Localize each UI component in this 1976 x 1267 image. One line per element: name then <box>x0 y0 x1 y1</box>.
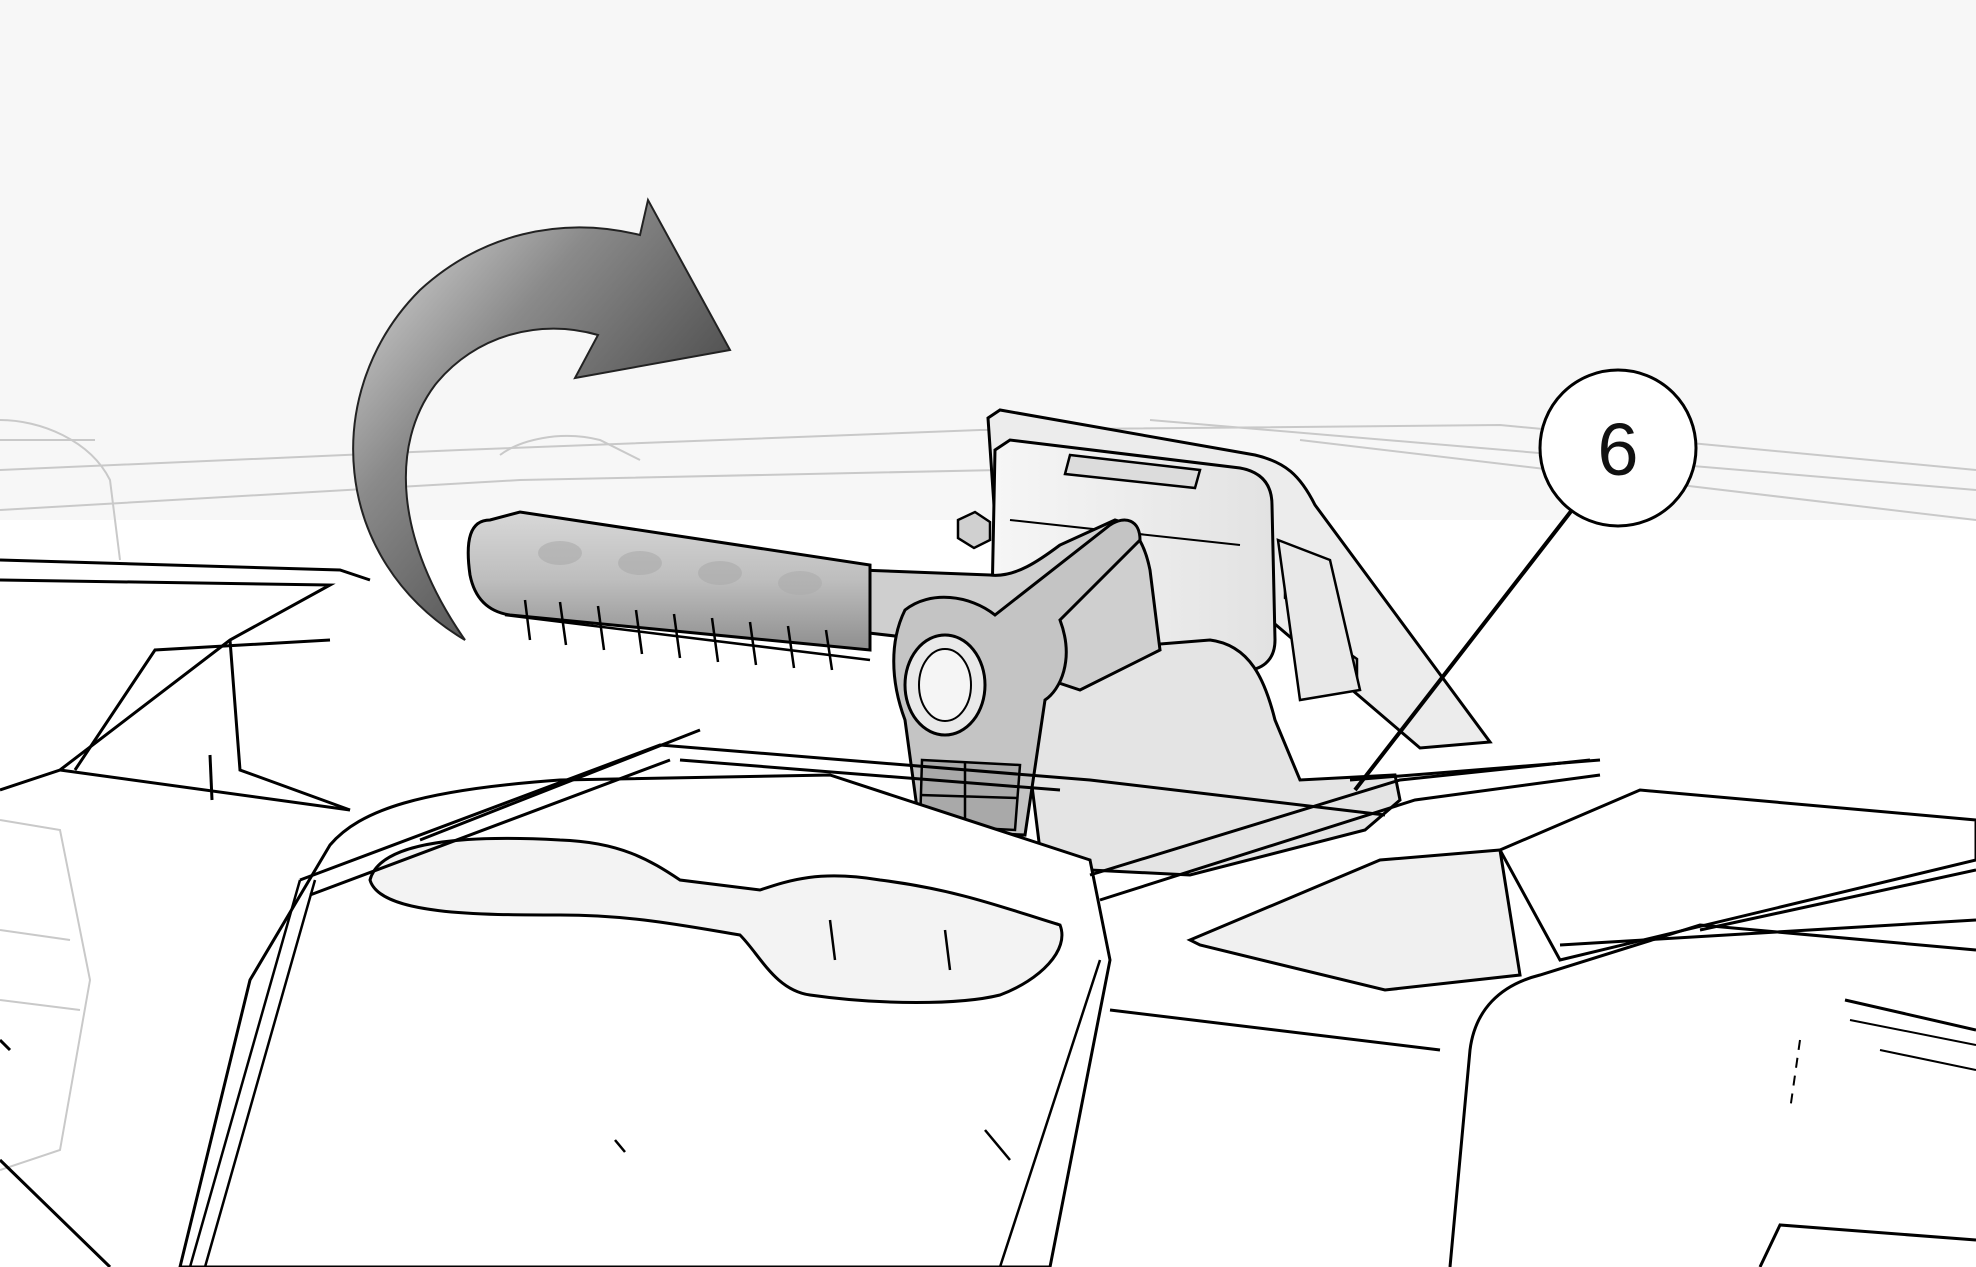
lever-arm <box>892 518 1142 837</box>
lower-edges <box>0 1008 1441 1267</box>
left-compartment <box>0 558 371 812</box>
callout-leader-line <box>1353 508 1574 792</box>
callout-label: 6 <box>1597 408 1638 491</box>
right-compartment <box>1186 788 1976 1267</box>
cup-holder <box>368 836 1064 1004</box>
bolt-left <box>956 510 992 550</box>
lever-grip <box>466 510 872 671</box>
front-console <box>178 773 1112 1267</box>
console-rails <box>299 728 1601 902</box>
callout-6: 6 <box>1538 368 1698 528</box>
curved-arrow-clockwise-icon <box>352 197 732 641</box>
lever-base-housing <box>1018 638 1402 877</box>
